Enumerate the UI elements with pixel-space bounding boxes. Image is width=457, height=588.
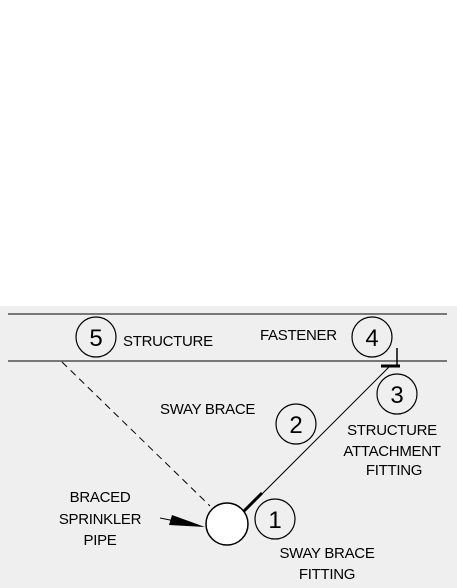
fastener-label: FASTENER xyxy=(260,327,337,344)
sway-brace-fitting-segment xyxy=(241,491,264,514)
callout-5-number: 5 xyxy=(89,325,102,352)
callout-1-number: 1 xyxy=(268,507,281,534)
callout-4-circle xyxy=(351,316,393,358)
pipe-label-line-1: BRACED xyxy=(70,489,131,506)
pipe-label-line-2: SPRINKLER xyxy=(59,511,142,528)
blank-top-area xyxy=(0,0,457,306)
attachment-label-line-3: FITTING xyxy=(366,462,422,479)
callout-1-circle xyxy=(254,498,296,540)
callout-4-number: 4 xyxy=(365,325,378,352)
dashed-brace-line xyxy=(61,361,211,507)
callout-2-number: 2 xyxy=(289,412,302,439)
callout-2-circle xyxy=(275,403,317,445)
attachment-label-line-1: STRUCTURE xyxy=(347,422,437,439)
sway-brace-diagram: 5 4 3 2 1 STRUCTURE FASTENER SWAY BRACE xyxy=(0,306,457,588)
fitting-label-line-1: SWAY BRACE xyxy=(279,545,374,562)
callout-4: 4 xyxy=(351,316,393,358)
callout-3-number: 3 xyxy=(390,382,403,409)
callout-5-circle xyxy=(75,316,117,358)
callout-3: 3 xyxy=(376,373,418,415)
sway-brace-label: SWAY BRACE xyxy=(160,401,255,418)
sway-brace-line xyxy=(245,365,391,511)
sprinkler-pipe xyxy=(205,502,249,546)
pipe-leader-arrowhead xyxy=(169,515,205,527)
callout-5: 5 xyxy=(75,316,117,358)
callout-3-circle xyxy=(376,373,418,415)
fitting-label-line-2: FITTING xyxy=(299,566,355,583)
structure-label: STRUCTURE xyxy=(123,333,213,350)
diagram-panel: 5 4 3 2 1 STRUCTURE FASTENER SWAY BRACE xyxy=(0,306,457,588)
pipe-label-line-3: PIPE xyxy=(84,532,117,549)
attachment-label-line-2: ATTACHMENT xyxy=(343,443,440,460)
callout-1: 1 xyxy=(254,498,296,540)
callout-2: 2 xyxy=(275,403,317,445)
